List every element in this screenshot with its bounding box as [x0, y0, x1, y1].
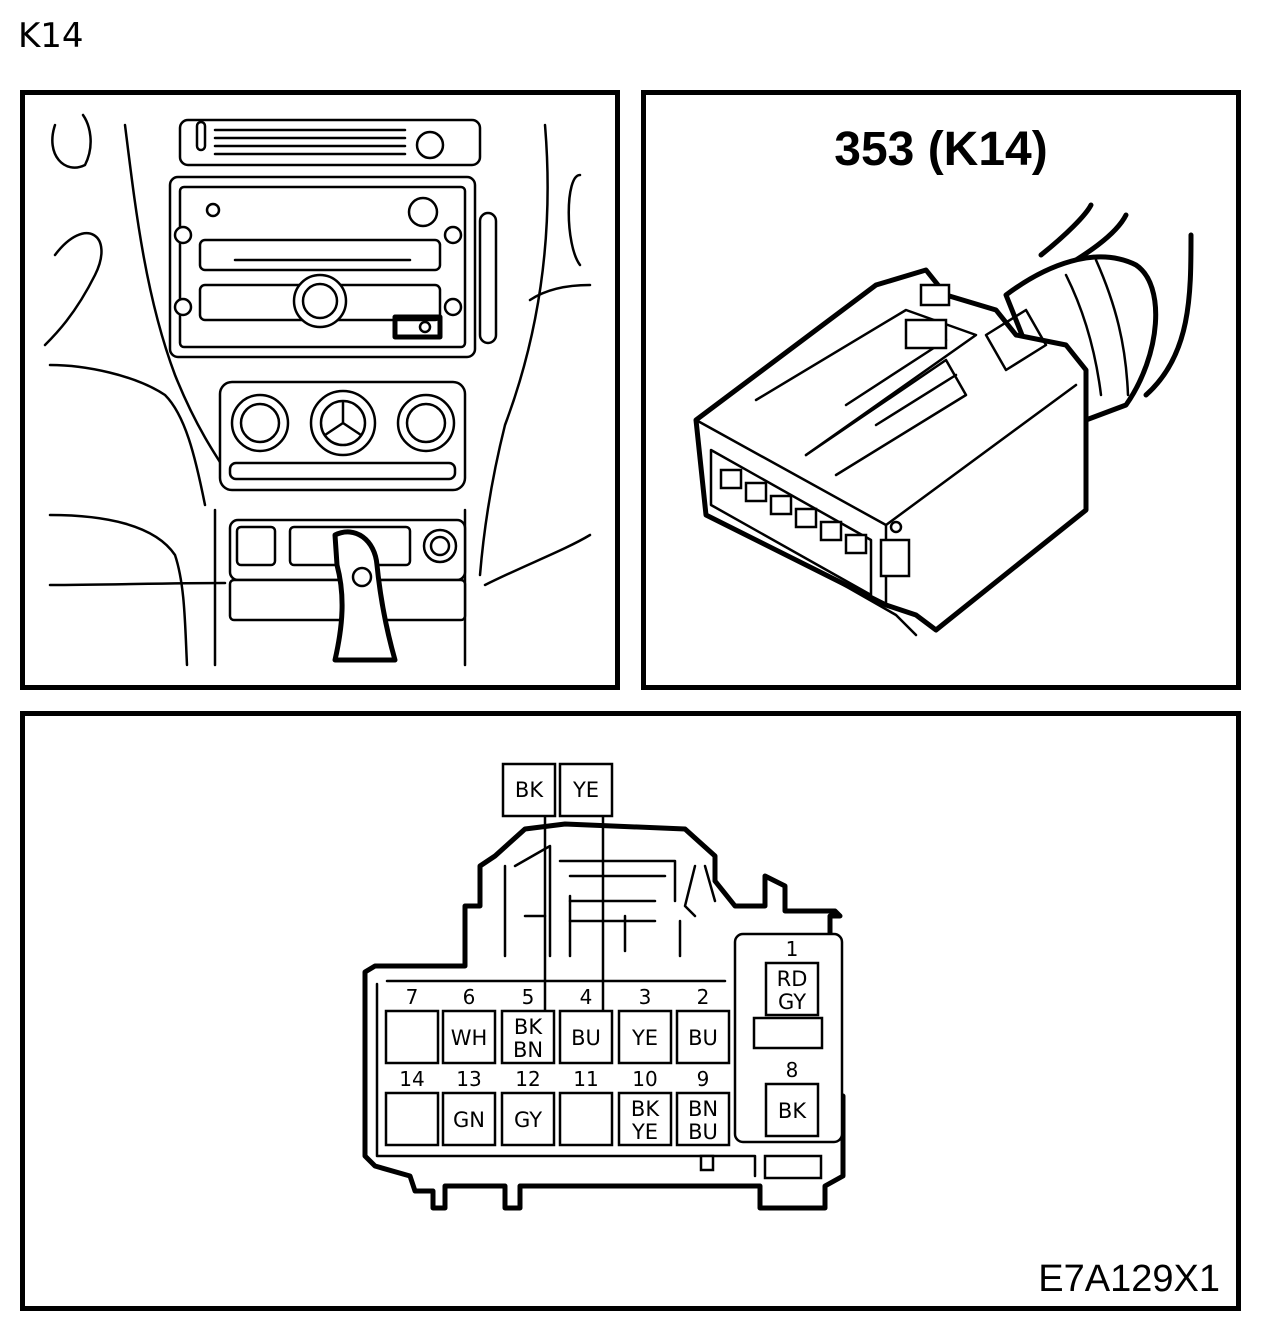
svg-text:YE: YE	[631, 1026, 658, 1050]
svg-text:BK: BK	[514, 1015, 543, 1039]
pinout-panel: BK YE 7 6 5 4 3 2 1 8 14 13 12 11 10 9 W…	[20, 711, 1241, 1311]
svg-text:BU: BU	[688, 1026, 718, 1050]
pin-cavity-7	[384, 1009, 440, 1065]
page-title: K14	[18, 16, 84, 56]
pin-number-10: 10	[632, 1067, 657, 1091]
svg-text:GY: GY	[778, 990, 806, 1014]
figure-code: E7A129X1	[1038, 1258, 1220, 1300]
svg-text:RD: RD	[777, 967, 808, 991]
pin-cavity-11	[558, 1091, 614, 1147]
pin-cavity-9: BN BU	[675, 1091, 731, 1147]
pin-cavity-5: BK BN	[500, 1009, 556, 1065]
pin-number-3: 3	[639, 985, 652, 1009]
pin-number-8: 8	[786, 1058, 799, 1082]
svg-text:BK: BK	[631, 1097, 660, 1121]
svg-text:BK: BK	[515, 778, 544, 802]
pin-number-12: 12	[515, 1067, 540, 1091]
pin-cavity-8: BK	[764, 1082, 820, 1138]
wire-label-ye: YE	[558, 762, 614, 818]
location-panel	[20, 90, 620, 690]
svg-text:YE: YE	[572, 778, 599, 802]
connector-illustration: 353 (K14)	[693, 123, 1194, 637]
pin-number-9: 9	[697, 1067, 710, 1091]
pin-cavity-13: GN	[441, 1091, 497, 1147]
pin-number-5: 5	[522, 985, 535, 1009]
pin-number-7: 7	[406, 985, 419, 1009]
pin-cavity-1: RD GY	[764, 961, 820, 1017]
svg-text:GN: GN	[453, 1108, 485, 1132]
svg-text:GY: GY	[514, 1108, 542, 1132]
pinout-diagram: BK YE 7 6 5 4 3 2 1 8 14 13 12 11 10 9 W…	[362, 762, 1220, 1300]
svg-text:BN: BN	[688, 1097, 718, 1121]
pin-cavity-14	[384, 1091, 440, 1147]
wire-label-bk: BK	[501, 762, 557, 818]
pin-cavity-6: WH	[441, 1009, 497, 1065]
pin-cavity-10: BK YE	[617, 1091, 673, 1147]
svg-text:BU: BU	[688, 1120, 718, 1144]
pin-number-11: 11	[573, 1067, 598, 1091]
pin-number-13: 13	[456, 1067, 481, 1091]
pin-number-4: 4	[580, 985, 593, 1009]
svg-text:BK: BK	[778, 1099, 807, 1123]
pin-number-6: 6	[463, 985, 476, 1009]
dashboard-illustration	[43, 113, 592, 667]
pin-cavity-3: YE	[617, 1009, 673, 1065]
pin-number-14: 14	[399, 1067, 424, 1091]
svg-text:BU: BU	[571, 1026, 601, 1050]
pin-number-1: 1	[786, 937, 799, 961]
connector-panel: 353 (K14)	[641, 90, 1241, 690]
pin-cavity-2: BU	[675, 1009, 731, 1065]
connector-face-cavities	[719, 468, 868, 555]
svg-text:YE: YE	[631, 1120, 658, 1144]
pin-number-2: 2	[697, 985, 710, 1009]
pin-cavity-4: BU	[558, 1009, 614, 1065]
pin-cavity-12: GY	[500, 1091, 556, 1147]
connector-title: 353 (K14)	[834, 123, 1047, 176]
svg-text:WH: WH	[451, 1026, 488, 1050]
svg-text:BN: BN	[513, 1038, 543, 1062]
